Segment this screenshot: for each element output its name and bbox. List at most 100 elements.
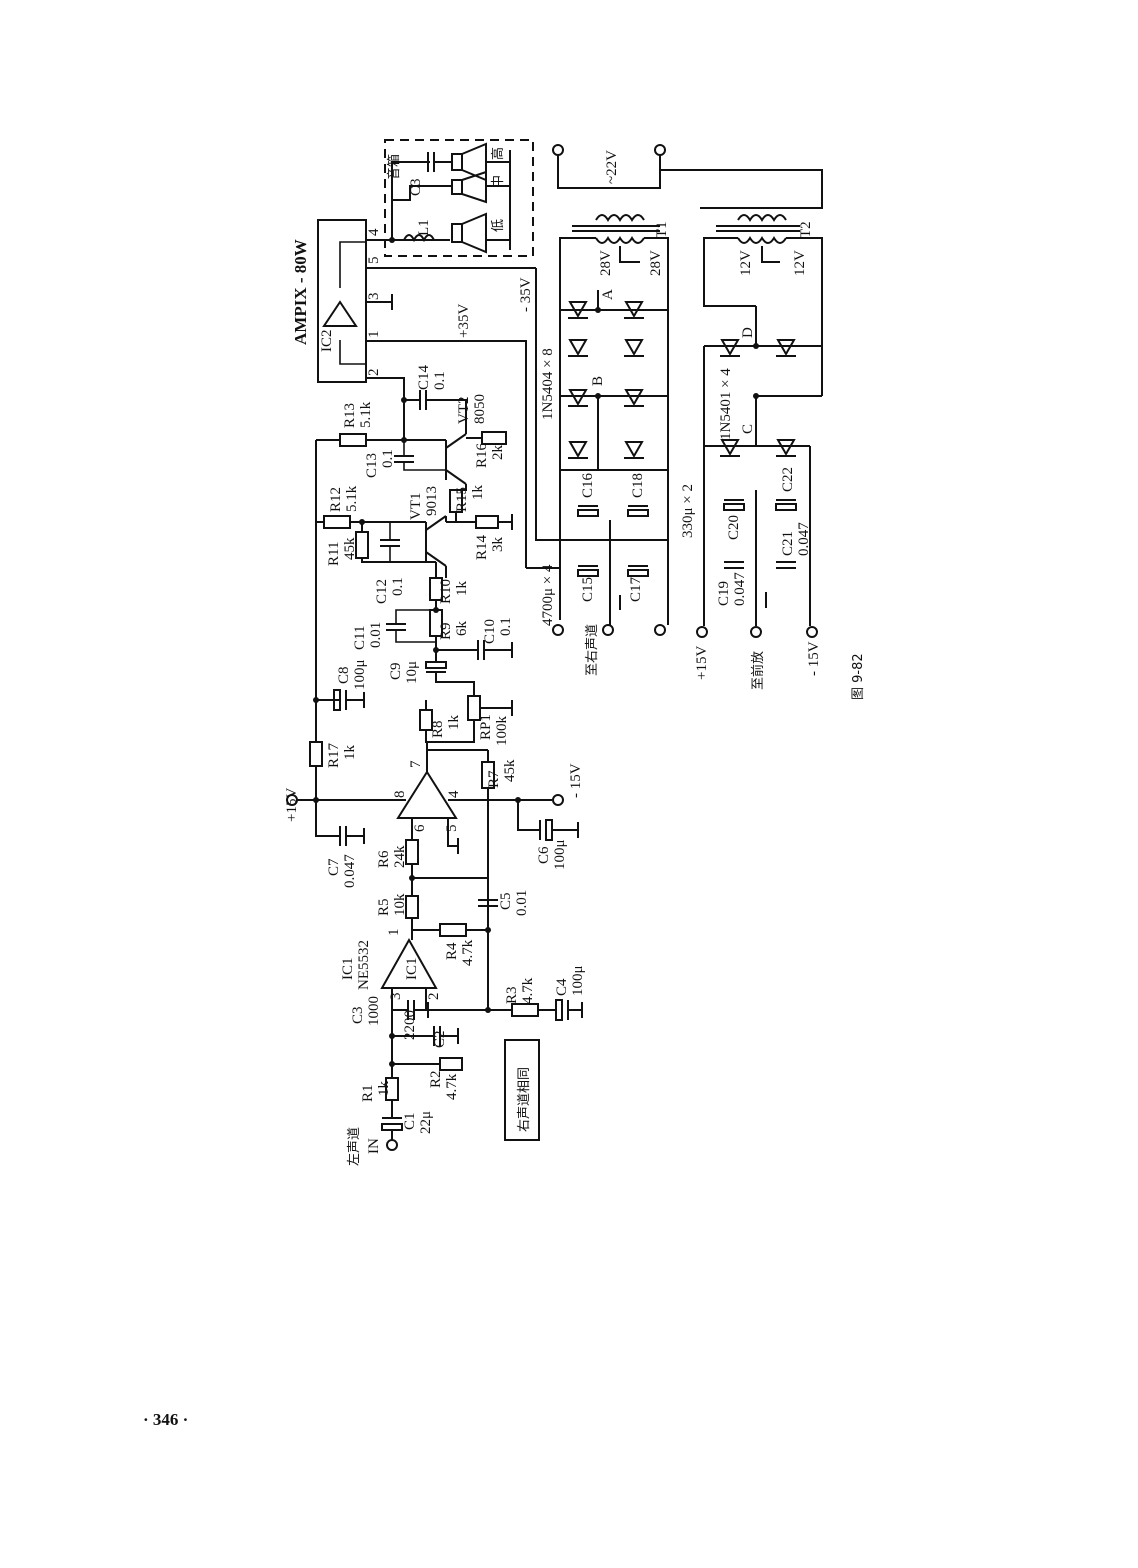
c14-lead-b [426, 399, 467, 418]
c5-val: 0.01 [514, 890, 530, 916]
op2-pin5: 5 [444, 825, 460, 833]
vt1-transistor-icon [425, 515, 447, 567]
r10-ref: R10 [438, 579, 454, 604]
r3-val: 4.7k [520, 977, 536, 1004]
t1-sec-left [559, 237, 596, 290]
r9-val: 6k [454, 621, 470, 637]
mid-feed-wire [392, 185, 430, 201]
ic2-inner-wire-bottom [339, 340, 366, 365]
c11-lead-b [395, 630, 436, 643]
c9-val: 10μ [404, 661, 420, 684]
c18-ref: C18 [630, 473, 646, 498]
r13-val: 5.1k [358, 401, 374, 428]
plus35-label: +35V [456, 304, 472, 338]
ac-primary-t1-wire [557, 155, 661, 189]
speaker-box-label: 音箱 [386, 154, 402, 180]
c1-val: 22μ [418, 1111, 434, 1134]
caps-330-label: 330μ × 2 [680, 484, 696, 538]
terminal-plus15-bottom[interactable] [696, 626, 708, 638]
r4-val: 4.7k [460, 939, 476, 966]
plus15-bottom-label: +15V [694, 646, 710, 680]
c1-ref: C1 [402, 1112, 418, 1130]
r3-ref: R3 [504, 986, 520, 1004]
c9-plate-a [425, 661, 447, 669]
r3-resistor [511, 1003, 539, 1017]
terminal-plus35-out[interactable] [552, 624, 564, 636]
r10-val: 1k [454, 581, 470, 597]
plus35-rail [366, 340, 527, 568]
vt1-val: 9013 [424, 486, 440, 516]
c15-plate-b [577, 569, 599, 577]
c15-ref: C15 [580, 577, 596, 602]
c3-val: 1000 [366, 996, 382, 1026]
r6-ref: R6 [376, 850, 392, 868]
vt2-ref: VT2 [456, 397, 472, 425]
r12-val: 5.1k [344, 485, 360, 512]
c11-val: 0.01 [368, 622, 384, 648]
c10-ref: C10 [482, 619, 498, 644]
r1-ref: R1 [360, 1084, 376, 1102]
c22-ref: C22 [780, 467, 796, 492]
r5-val: 10k [392, 893, 408, 916]
c13-lead-b [403, 462, 446, 471]
r14-val: 3k [490, 537, 506, 553]
t1-secondary-winding [595, 236, 645, 244]
ac-terminal-right[interactable] [654, 144, 666, 156]
c8-plate-a [333, 689, 341, 711]
right-same-label: 右声道相同 [517, 1067, 532, 1132]
v28b-label: 28V [648, 250, 664, 276]
caps-4700-label: 4700μ × 4 [540, 564, 556, 626]
r15-val: 1k [470, 485, 486, 501]
junction-dots [313, 237, 759, 1067]
c13-val: 0.1 [380, 449, 396, 468]
text-layer: AMPIX - 80W IC2 4 5 3 1 2 音箱 L1 C3 高 中 低… [284, 147, 866, 1166]
c17-ref: C17 [628, 576, 644, 602]
ac22-label: ~22V [604, 150, 620, 184]
terminal-to-preamp[interactable] [750, 626, 762, 638]
op2-pin6: 6 [412, 824, 428, 832]
r8-val: 1k [446, 715, 462, 731]
c6-ref: C6 [536, 846, 552, 864]
r2-val: 4.7k [444, 1073, 460, 1100]
rp1-ref: RP1 [478, 714, 494, 740]
mid-label: 中 [491, 175, 506, 188]
c13-ref: C13 [364, 453, 380, 478]
c11-ref: C11 [352, 626, 368, 650]
t2-primary-winding [737, 214, 787, 222]
node-c-label: C [740, 424, 756, 434]
ic2-box [317, 219, 367, 383]
op2-pin7: 7 [408, 760, 424, 768]
c3x-label: C3 [408, 178, 424, 196]
rp1-r8-wire [425, 720, 475, 743]
right-channel-note-box [504, 1039, 540, 1141]
op1-pin1: 1 [386, 929, 402, 937]
r14-ref: R14 [474, 534, 490, 560]
diodes-top-label: 1N5404 × 8 [540, 348, 556, 420]
inductor-l1 [403, 234, 435, 243]
ac-primary-t2-wire [660, 169, 823, 209]
l1-label: L1 [416, 219, 432, 236]
node-b-label: B [590, 376, 606, 386]
c20-plate-b [723, 503, 745, 511]
figure-label: 图 9-82 [851, 653, 866, 700]
minus15-terminal-a[interactable] [552, 794, 564, 806]
opamp2-triangle [396, 770, 458, 819]
opamp2-pin5-wire [447, 818, 458, 847]
terminal-right-channel[interactable] [602, 624, 614, 636]
c14-ref: C14 [416, 364, 432, 390]
c16-plate-b [577, 509, 599, 517]
terminal-minus15-bottom[interactable] [806, 626, 818, 638]
r12-resistor [323, 515, 351, 529]
c11-lead-a [395, 609, 436, 624]
ic2-pin4: 4 [366, 228, 382, 236]
c21-ref: C21 [780, 531, 796, 556]
r17-resistor [309, 741, 323, 767]
c6-wire [517, 800, 540, 831]
input-terminal[interactable] [386, 1139, 398, 1151]
c7-wire [315, 800, 340, 837]
diodes-bottom-label: 1N5401 × 4 [718, 368, 734, 440]
terminal-minus35-out[interactable] [654, 624, 666, 636]
ac-terminal-left[interactable] [552, 144, 564, 156]
